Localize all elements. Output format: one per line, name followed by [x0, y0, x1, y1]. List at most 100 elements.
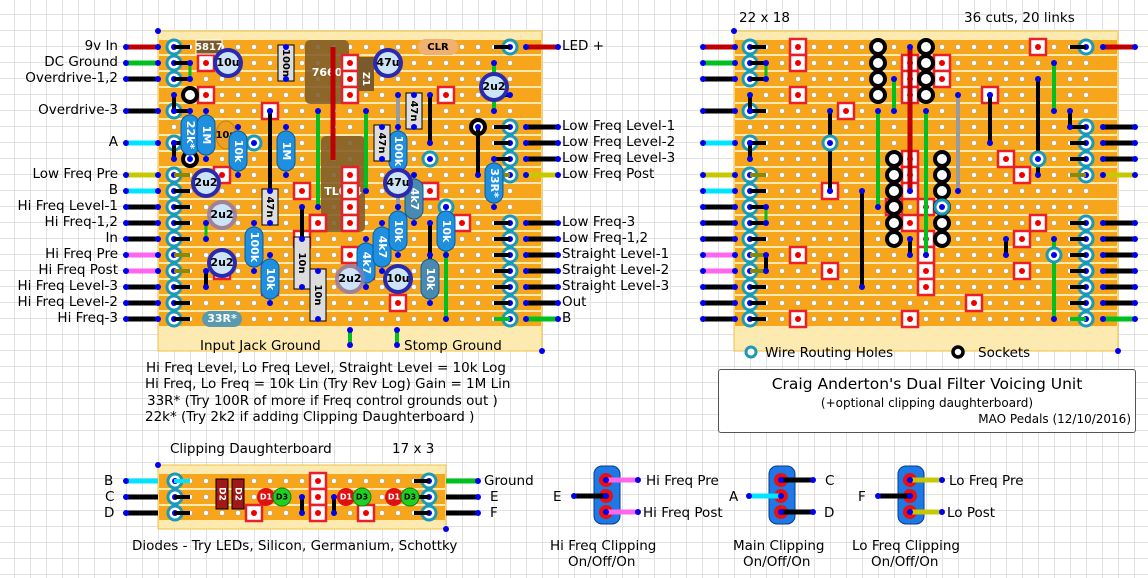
- hole: [379, 300, 385, 306]
- track-cut-dot: [795, 252, 801, 258]
- hole: [459, 124, 465, 130]
- hole: [955, 76, 961, 82]
- hole: [827, 284, 833, 290]
- hole: [1051, 188, 1057, 194]
- pad: [732, 172, 738, 178]
- resistor-label: 4k7: [360, 252, 373, 275]
- db-left-label-c: C: [105, 489, 115, 505]
- hole: [875, 252, 881, 258]
- hole: [475, 60, 481, 66]
- pad: [155, 220, 161, 226]
- hole: [283, 510, 289, 516]
- pad: [171, 156, 177, 162]
- diode-label: D2: [233, 487, 243, 501]
- hole: [331, 284, 337, 290]
- pad: [155, 60, 161, 66]
- hole: [1051, 220, 1057, 226]
- hole: [971, 156, 977, 162]
- diode-label: D3: [276, 493, 288, 502]
- hole: [459, 76, 465, 82]
- electrolytic-capacitor-body: [211, 252, 233, 274]
- hole: [299, 316, 305, 322]
- pad: [331, 494, 337, 500]
- project-credit: MAO Pedals (12/10/2016): [978, 412, 1131, 426]
- hole: [459, 156, 465, 162]
- note-line-2: Hi Freq, Lo Freq = 10k Lin (Try Rev Log)…: [145, 376, 511, 392]
- pad: [347, 342, 353, 348]
- capacitor-label: 10u: [386, 272, 409, 285]
- hole: [459, 188, 465, 194]
- hole: [1067, 92, 1073, 98]
- hole: [843, 124, 849, 130]
- hole: [251, 172, 257, 178]
- left-pin-label: A: [108, 134, 118, 150]
- hole: [827, 316, 833, 322]
- pad: [1003, 252, 1009, 258]
- project-title: Craig Anderton's Dual Filter Voicing Uni…: [771, 375, 1083, 393]
- hole: [955, 252, 961, 258]
- switch-hi-mode: On/Off/On: [568, 554, 636, 570]
- legend-wire-routing-label: Wire Routing Holes: [765, 345, 894, 361]
- pad: [1100, 284, 1106, 290]
- pad: [875, 108, 881, 114]
- pad: [123, 108, 129, 114]
- db-left-label-d: D: [104, 505, 115, 521]
- cut-board-size: 22 x 18: [739, 10, 790, 26]
- resistor-label: 10k: [392, 220, 405, 243]
- electrolytic-capacitor-body: [211, 204, 233, 226]
- led-d3: [400, 487, 420, 507]
- hole: [507, 76, 513, 82]
- hole: [379, 92, 385, 98]
- hole: [379, 494, 385, 500]
- hole: [779, 268, 785, 274]
- hole: [1035, 252, 1041, 258]
- pad: [555, 268, 561, 274]
- track-cut-dot: [251, 510, 257, 516]
- hole: [235, 220, 241, 226]
- hole: [475, 252, 481, 258]
- hole: [843, 316, 849, 322]
- track-cut-dot: [795, 44, 801, 50]
- hole: [459, 252, 465, 258]
- db-right-label-e: E: [490, 489, 499, 505]
- track-cut-dot: [203, 60, 209, 66]
- resistor-label: 33R*: [488, 168, 501, 198]
- hole: [811, 60, 817, 66]
- pad: [732, 204, 738, 210]
- hole: [1051, 204, 1057, 210]
- hole: [779, 252, 785, 258]
- pad: [635, 477, 641, 483]
- hole: [379, 108, 385, 114]
- hole: [971, 60, 977, 66]
- pad: [1100, 300, 1106, 306]
- switch-lo-title: Lo Freq Clipping: [852, 538, 960, 554]
- pad: [394, 327, 400, 333]
- resistor-label: 33R*: [207, 312, 237, 325]
- pad: [1051, 108, 1057, 114]
- hole: [1003, 300, 1009, 306]
- hole: [827, 236, 833, 242]
- pad: [907, 188, 913, 194]
- hole: [939, 268, 945, 274]
- hole: [251, 478, 257, 484]
- hole: [203, 300, 209, 306]
- track-cut-dot: [1019, 236, 1025, 242]
- hole: [267, 316, 273, 322]
- hole: [1019, 220, 1025, 226]
- capacitor-label: 2u2: [194, 176, 217, 189]
- hole: [283, 268, 289, 274]
- hole: [251, 284, 257, 290]
- pad: [778, 477, 784, 483]
- hole: [795, 300, 801, 306]
- pad: [299, 284, 305, 290]
- led-d1: [337, 488, 355, 506]
- led-resistor-label: CLR: [427, 42, 449, 53]
- hole: [475, 316, 481, 322]
- hole: [779, 300, 785, 306]
- pad: [123, 316, 129, 322]
- hole: [379, 316, 385, 322]
- pad: [907, 44, 913, 50]
- hole: [363, 44, 369, 50]
- switch-main-mode: On/Off/On: [743, 554, 811, 570]
- hole: [363, 478, 369, 484]
